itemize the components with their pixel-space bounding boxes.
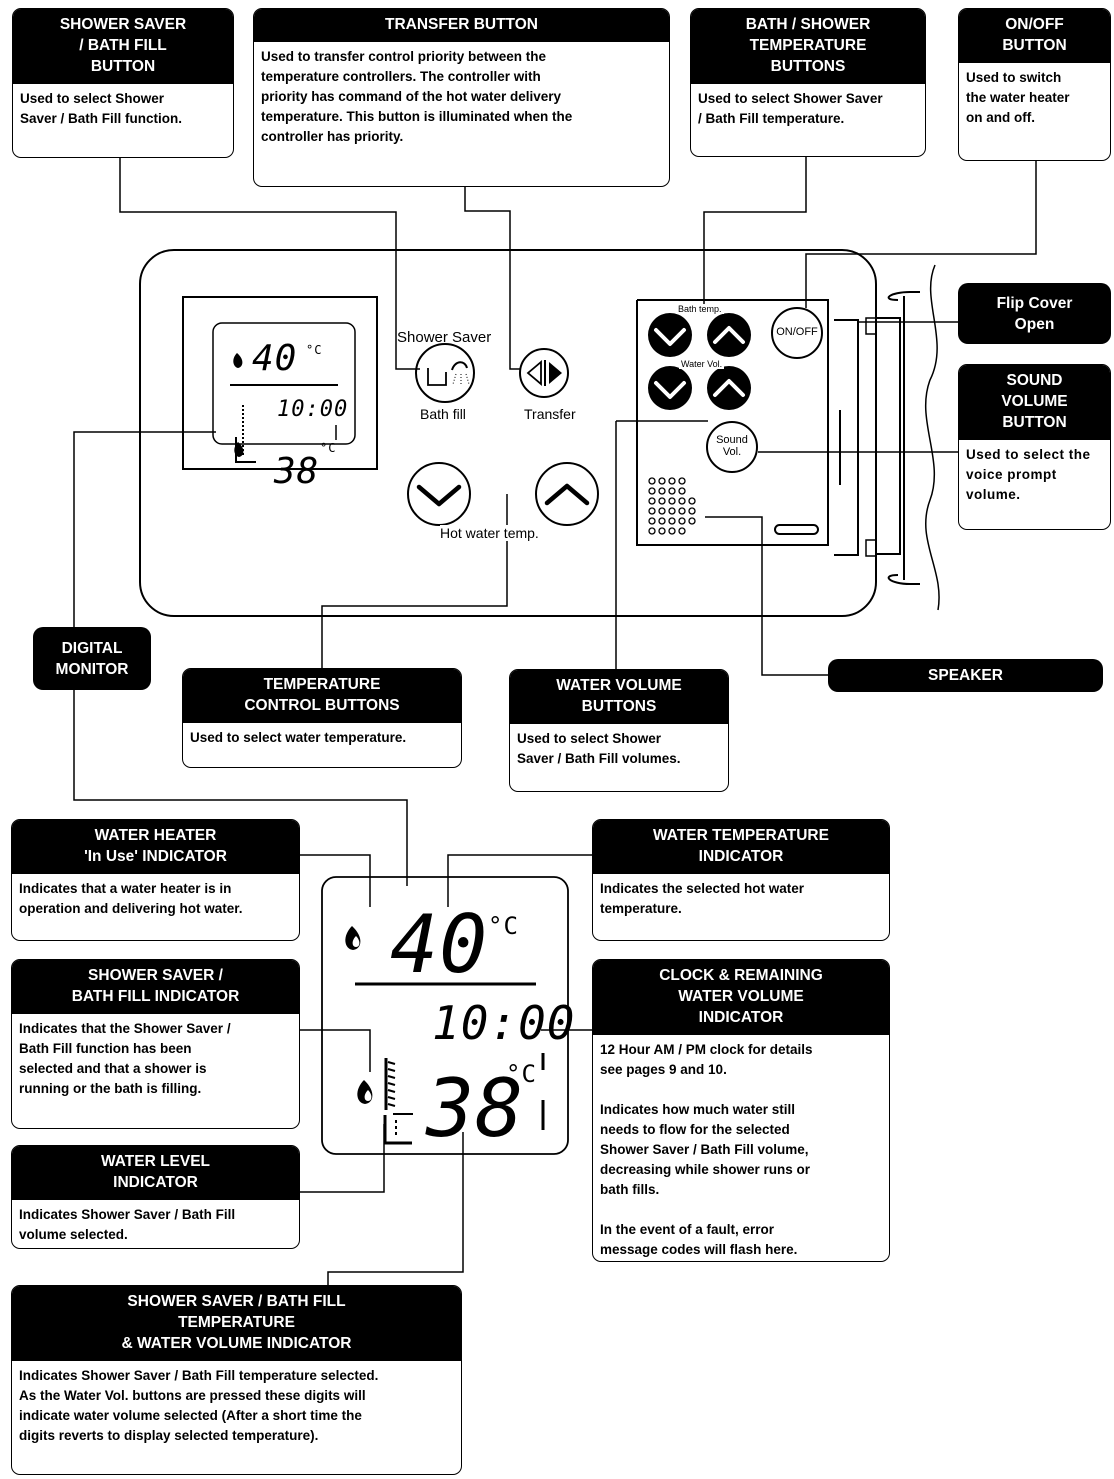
flame-icon	[357, 1080, 373, 1104]
controller-body	[139, 249, 877, 617]
flame-icon	[234, 442, 244, 457]
callout-body: Used to select the voice prompt volume.	[966, 447, 1091, 502]
callout-title: CLOCK & REMAINING WATER VOLUME INDICATOR	[593, 960, 889, 1035]
callout-water-level-indicator: WATER LEVEL INDICATOR Indicates Shower S…	[11, 1145, 300, 1249]
callout-bath-shower-temp-buttons: BATH / SHOWER TEMPERATURE BUTTONS Used t…	[690, 8, 926, 157]
callout-sound-volume-button: SOUND VOLUME BUTTON Used to select the v…	[958, 364, 1111, 530]
callout-title: TRANSFER BUTTON	[254, 9, 669, 42]
temp-down-button-shape	[407, 462, 471, 526]
bath-temp-down-button[interactable]	[648, 313, 692, 357]
bath-temp-label: Bath temp.	[676, 304, 724, 314]
callout-body: Used to transfer control priority betwee…	[261, 49, 573, 144]
on-off-button[interactable]	[772, 308, 822, 358]
shower-saver-button[interactable]	[416, 344, 474, 402]
bath-temp-down-shape	[648, 313, 692, 357]
water-vol-up-button[interactable]	[707, 366, 751, 410]
water-level-bars	[384, 1058, 396, 1110]
temp-up-button-shape	[535, 462, 599, 526]
callout-flip-cover: Flip Cover Open	[958, 283, 1111, 344]
flame-icon	[233, 353, 243, 368]
callout-temp-volume-indicator: SHOWER SAVER / BATH FILL TEMPERATURE & W…	[11, 1285, 462, 1475]
callout-body: Used to switch the water heater on and o…	[966, 70, 1070, 125]
callout-water-heater-in-use: WATER HEATER 'In Use' INDICATOR Indicate…	[11, 819, 300, 941]
callout-temperature-control-buttons: TEMPERATURE CONTROL BUTTONS Used to sele…	[182, 668, 462, 768]
sound-vol-button[interactable]	[707, 422, 757, 472]
hot-water-temp-up-button[interactable]	[536, 463, 598, 525]
callout-transfer-button: TRANSFER BUTTON Used to transfer control…	[253, 8, 670, 187]
on-off-label: ON/OFF	[776, 326, 818, 338]
large-lcd-screen	[321, 876, 569, 1155]
callout-body: Used to select water temperature.	[190, 730, 407, 745]
large-clock: 10:00	[432, 996, 576, 1050]
callout-body: Indicates Shower Saver / Bath Fill volum…	[19, 1207, 236, 1242]
callout-body: 12 Hour AM / PM clock for details see pa…	[600, 1042, 813, 1257]
small-bath-temp-unit: °C	[320, 441, 337, 455]
callout-title: SHOWER SAVER / BATH FILL BUTTON	[13, 9, 233, 84]
bath-fill-label: Bath fill	[420, 406, 466, 422]
callout-title: TEMPERATURE CONTROL BUTTONS	[183, 669, 461, 723]
hot-water-temp-label: Hot water temp.	[440, 525, 539, 541]
callout-title: WATER VOLUME BUTTONS	[510, 670, 728, 724]
hot-water-temp-down-button[interactable]	[408, 463, 470, 525]
shower-saver-button-shape	[415, 343, 475, 403]
large-temp-unit: °C	[488, 912, 519, 940]
callout-title: BATH / SHOWER TEMPERATURE BUTTONS	[691, 9, 925, 84]
small-hot-water-temp: 40	[252, 338, 298, 379]
small-clock: 10:00	[277, 397, 349, 422]
large-hot-water-temp: 40	[390, 898, 489, 991]
callout-water-temperature-indicator: WATER TEMPERATURE INDICATOR Indicates th…	[592, 819, 890, 941]
monitor-frame	[182, 296, 378, 470]
callout-shower-saver-button: SHOWER SAVER / BATH FILL BUTTON Used to …	[12, 8, 234, 158]
sound-vol-label: Sound Vol.	[716, 434, 748, 458]
callout-title: WATER HEATER 'In Use' INDICATOR	[12, 820, 299, 874]
sound-vol-button-shape	[706, 421, 758, 473]
transfer-button[interactable]	[520, 349, 568, 397]
callout-title: SOUND VOLUME BUTTON	[959, 365, 1110, 440]
lcd-screen	[212, 322, 356, 445]
callout-digital-monitor: DIGITAL MONITOR	[33, 627, 151, 690]
callout-clock-indicator: CLOCK & REMAINING WATER VOLUME INDICATOR…	[592, 959, 890, 1262]
water-vol-label: Water Vol.	[679, 359, 725, 369]
speaker-grille	[648, 477, 696, 535]
shower-saver-label: Shower Saver	[397, 329, 492, 346]
bath-temp-up-shape	[707, 313, 751, 357]
small-bath-temp: 38	[274, 451, 320, 492]
callout-speaker: SPEAKER	[828, 659, 1103, 692]
callout-body: Indicates that a water heater is in oper…	[19, 881, 243, 916]
transfer-label: Transfer	[524, 406, 576, 422]
callout-title: WATER LEVEL INDICATOR	[12, 1146, 299, 1200]
callout-body: Used to select Shower Saver / Bath Fill …	[698, 91, 883, 126]
callout-water-volume-buttons: WATER VOLUME BUTTONS Used to select Show…	[509, 669, 729, 792]
water-vol-down-shape	[648, 366, 692, 410]
callout-shower-saver-indicator: SHOWER SAVER / BATH FILL INDICATOR Indic…	[11, 959, 300, 1129]
small-temp-unit: °C	[306, 343, 323, 357]
callout-body: Indicates that the Shower Saver / Bath F…	[19, 1021, 231, 1096]
callout-title: SHOWER SAVER / BATH FILL TEMPERATURE & W…	[12, 1286, 461, 1361]
flame-icon	[345, 926, 361, 950]
bath-temp-up-button[interactable]	[707, 313, 751, 357]
callout-title: WATER TEMPERATURE INDICATOR	[593, 820, 889, 874]
on-off-button-shape	[771, 307, 823, 359]
callout-title: SHOWER SAVER / BATH FILL INDICATOR	[12, 960, 299, 1014]
transfer-button-shape	[519, 348, 569, 398]
callout-body: Used to select Shower Saver / Bath Fill …	[20, 91, 183, 126]
water-vol-up-shape	[707, 366, 751, 410]
callout-body: Indicates the selected hot water tempera…	[600, 881, 805, 916]
large-bath-temp: 38	[426, 1062, 525, 1155]
callout-body: Used to select Shower Saver / Bath Fill …	[517, 731, 681, 766]
water-vol-down-button[interactable]	[648, 366, 692, 410]
callout-title: ON/OFF BUTTON	[959, 9, 1110, 63]
large-bath-temp-unit: °C	[506, 1060, 537, 1088]
callout-on-off-button: ON/OFF BUTTON Used to switch the water h…	[958, 8, 1111, 161]
callout-body: Indicates Shower Saver / Bath Fill tempe…	[19, 1368, 379, 1443]
